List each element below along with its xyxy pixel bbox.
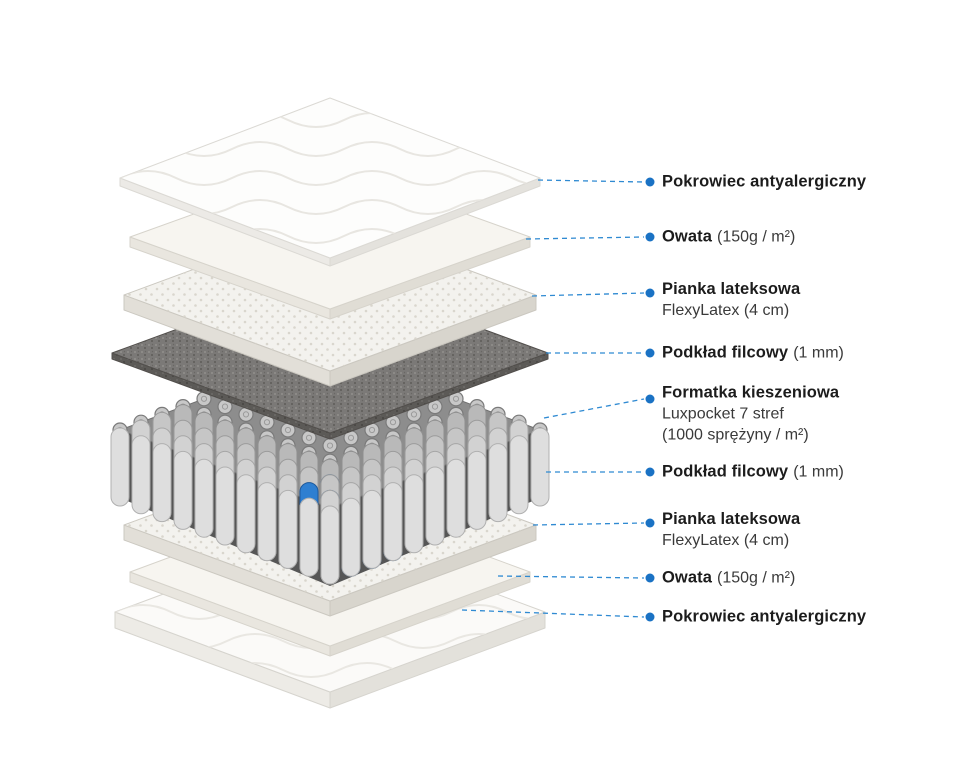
layer-title: Podkład filcowy [662, 343, 789, 362]
layer-title: Pianka lateksowa [662, 280, 801, 298]
layer-detail: (150g / m²) [717, 569, 796, 587]
label-dot [645, 232, 655, 242]
layer-title: Pianka lateksowa [662, 510, 801, 528]
label-dot [645, 348, 655, 358]
mattress-stack [110, 97, 550, 709]
layer-detail: FlexyLatex (4 cm) [662, 302, 790, 319]
layer-detail: FlexyLatex (4 cm) [662, 532, 790, 549]
layer-detail: (1 mm) [793, 344, 844, 362]
layer-title: Podkład filcowy [662, 462, 789, 481]
spring-capsules [110, 404, 550, 585]
layer-label-latex-top: Pianka lateksowa FlexyLatex (4 cm) [662, 279, 800, 321]
label-dot [645, 394, 655, 404]
leader-line [497, 575, 645, 579]
layer-label-pocket-springs: Formatka kieszeniowa Luxpocket 7 stref (… [662, 383, 839, 446]
layer-label-felt-top: Podkład filcowy(1 mm) [662, 343, 844, 364]
label-dot [645, 573, 655, 583]
layer-title: Owata [662, 568, 713, 587]
label-dot [645, 612, 655, 622]
layer-label-cover-bottom: Pokrowiec antyalergiczny [662, 607, 866, 628]
layer-title: Pokrowiec antyalergiczny [662, 607, 867, 626]
layer-label-owata-bottom: Owata(150g / m²) [662, 568, 795, 589]
layer-label-owata-top: Owata(150g / m²) [662, 227, 795, 248]
layer-title: Owata [662, 227, 713, 246]
layer-detail: (1 mm) [793, 463, 844, 481]
cover-top [119, 97, 541, 267]
label-dot [645, 518, 655, 528]
layer-title: Formatka kieszeniowa [662, 383, 840, 402]
leader-line [461, 609, 645, 618]
layer-title: Pokrowiec antyalergiczny [662, 172, 867, 191]
leader-line [532, 522, 645, 526]
leader-line [537, 179, 645, 183]
leader-line [531, 292, 645, 297]
layer-detail: (150g / m²) [717, 228, 796, 246]
leader-lines [461, 177, 655, 622]
leader-line [543, 398, 645, 419]
label-dot [645, 288, 655, 298]
layer-label-cover-top: Pokrowiec antyalergiczny [662, 172, 866, 193]
layer-label-felt-bottom: Podkład filcowy(1 mm) [662, 462, 844, 483]
layer-detail: (1000 sprężyny / m²) [662, 426, 809, 444]
label-dot [645, 467, 655, 477]
leader-line [525, 236, 645, 240]
label-dot [645, 177, 655, 187]
layer-detail: Luxpocket 7 stref [662, 405, 784, 423]
layer-label-latex-bottom: Pianka lateksowa FlexyLatex (4 cm) [662, 509, 800, 551]
